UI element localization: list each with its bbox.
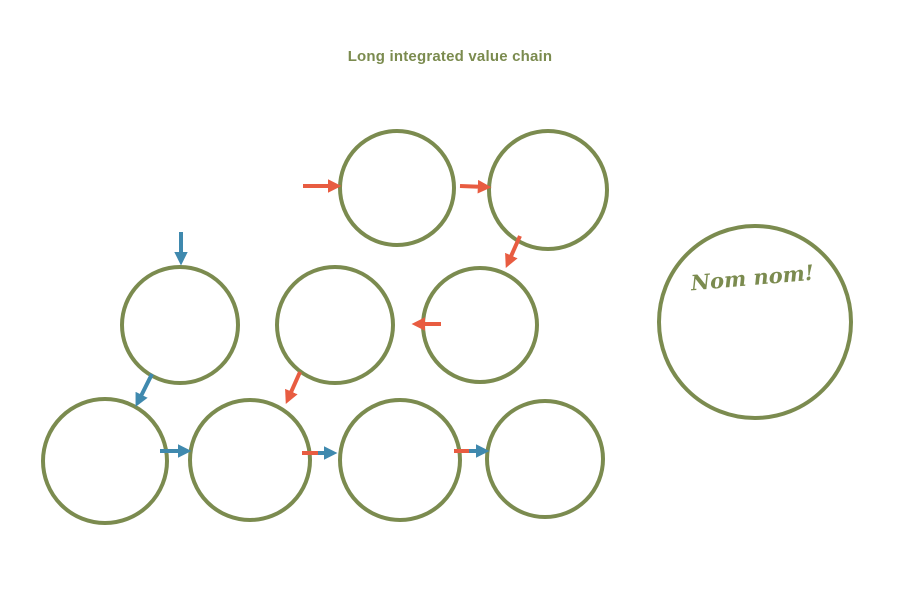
arrow-mid-1-to-bottom-1 <box>135 373 154 407</box>
node-bottom-2 <box>188 398 312 522</box>
arrow-top-2-to-mid-3 <box>505 235 522 268</box>
node-top-2 <box>487 129 609 251</box>
diagram-title: Long integrated value chain <box>347 48 553 65</box>
arrow-mid-2-to-bottom-2 <box>285 371 302 404</box>
node-bottom-3 <box>338 398 462 522</box>
node-mid-2 <box>275 265 395 385</box>
node-bottom-4 <box>485 399 605 519</box>
node-bottom-1 <box>41 397 169 525</box>
node-big-right <box>657 224 853 420</box>
big-circle-label: Nom nom! <box>689 260 815 296</box>
arrow-top-1-to-top-2 <box>459 179 492 194</box>
node-mid-1 <box>120 265 240 385</box>
node-top-1 <box>338 129 456 247</box>
